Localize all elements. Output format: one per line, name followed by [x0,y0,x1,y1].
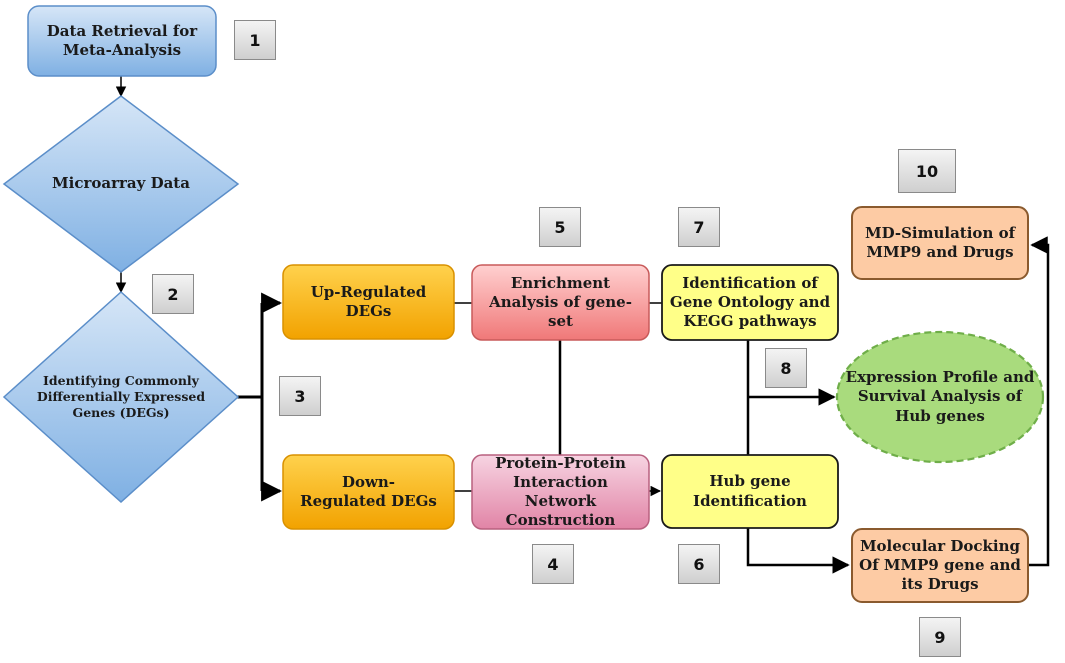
identifying-degs-label: Identifying Commonly Differentially Expr… [36,373,206,420]
data-retrieval-box [27,5,217,77]
step-badge-5: 5 [539,207,581,247]
down-regulated-label: Down-Regulated DEGs [300,472,437,510]
step-badge-10: 10 [898,149,956,193]
step-badge-6: 6 [678,544,720,584]
enrichment-box [471,264,650,341]
step-badge-4: 4 [532,544,574,584]
hub-gene-label: Hub gene Identification [693,472,807,510]
go-kegg-label: Identification of Gene Ontology and KEGG… [669,273,831,331]
md-simulation-label: MD-Simulation of MMP9 and Drugs [864,223,1016,261]
expression-profile-label: Expression Profile and Survival Analysis… [845,368,1035,425]
expression-profile-ellipse [835,330,1045,464]
up-regulated-label: Up-Regulated DEGs [310,282,427,320]
ppi-box [471,454,650,530]
step-badge-1: 1 [234,20,276,60]
data-retrieval-label: Data Retrieval for Meta-Analysis [46,21,198,59]
molecular-docking-box [851,528,1029,603]
down-regulated-box [282,454,455,530]
connectors [115,76,1050,574]
go-kegg-box [661,264,839,341]
enrichment-label: Enrichment Analysis of gene-set [489,273,632,331]
up-regulated-box [282,264,455,340]
microarray-label: Microarray Data [52,174,190,193]
step-badge-8: 8 [765,348,807,388]
step-badge-2: 2 [152,274,194,314]
step-badge-9: 9 [919,617,961,657]
connector-docking-to-md [1028,236,1050,567]
step-badge-3: 3 [279,376,321,416]
microarray-diamond [2,95,240,273]
identifying-degs-diamond [2,290,240,504]
step-badge-7: 7 [678,207,720,247]
molecular-docking-label: Molecular Docking Of MMP9 gene and its D… [859,536,1021,594]
connector-hub-to-docking [746,528,850,574]
md-simulation-box [851,206,1029,280]
hub-gene-box [661,454,839,529]
ppi-label: Protein-Protein Interaction Network Cons… [495,453,626,530]
